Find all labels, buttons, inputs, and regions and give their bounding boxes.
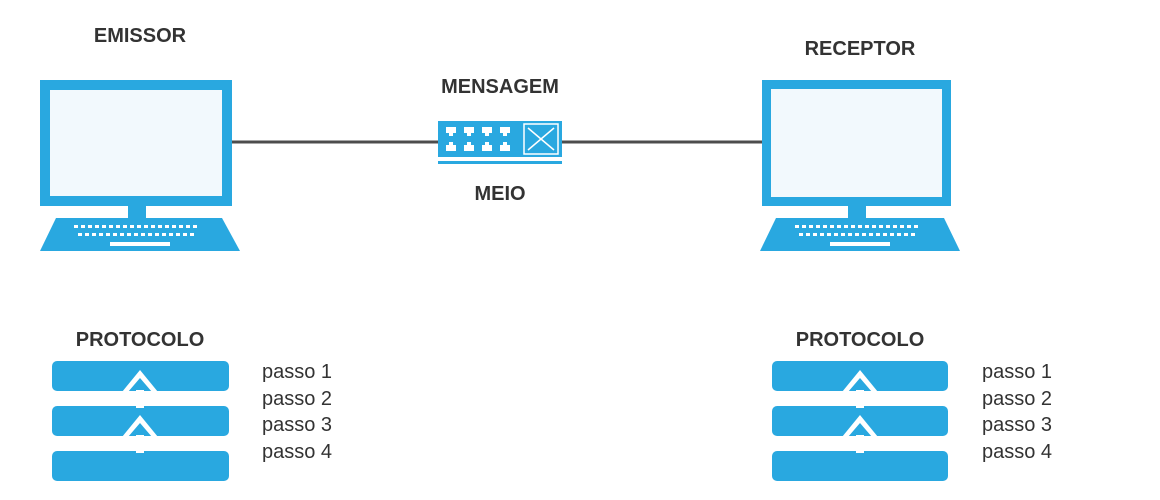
receiver-steps-list: passo 1 passo 2 passo 3 passo 4	[982, 359, 1052, 465]
sender-step-3: passo 3	[262, 414, 333, 436]
receiver-title: RECEPTOR	[804, 38, 916, 60]
receiver-step-2: passo 2	[982, 387, 1053, 410]
sender-step-4: passo 4	[262, 440, 333, 463]
message-label: MENSAGEM	[441, 76, 559, 98]
receiver-up-arrow-icon	[842, 370, 878, 453]
sender-title: EMISSOR	[93, 25, 187, 47]
sender-up-arrow-icon	[122, 370, 158, 453]
sender-steps-list: passo 1 passo 2 passo 3 passo 4	[262, 359, 332, 465]
receiver-step-3: passo 3	[982, 414, 1053, 436]
sender-laptop-icon	[40, 80, 240, 251]
medium-label: MEIO	[474, 183, 526, 205]
receiver-laptop-icon	[760, 80, 960, 251]
receiver-protocol-title: PROTOCOLO	[795, 329, 925, 351]
sender-step-2: passo 2	[262, 387, 333, 410]
receiver-protocol-stack	[772, 361, 948, 481]
sender-protocol-stack	[52, 361, 229, 481]
receiver-step-4: passo 4	[982, 440, 1053, 463]
receiver-step-1: passo 1	[982, 361, 1053, 383]
sender-protocol-title: PROTOCOLO	[75, 329, 205, 351]
sender-step-1: passo 1	[262, 361, 333, 383]
network-switch-icon	[438, 121, 562, 164]
